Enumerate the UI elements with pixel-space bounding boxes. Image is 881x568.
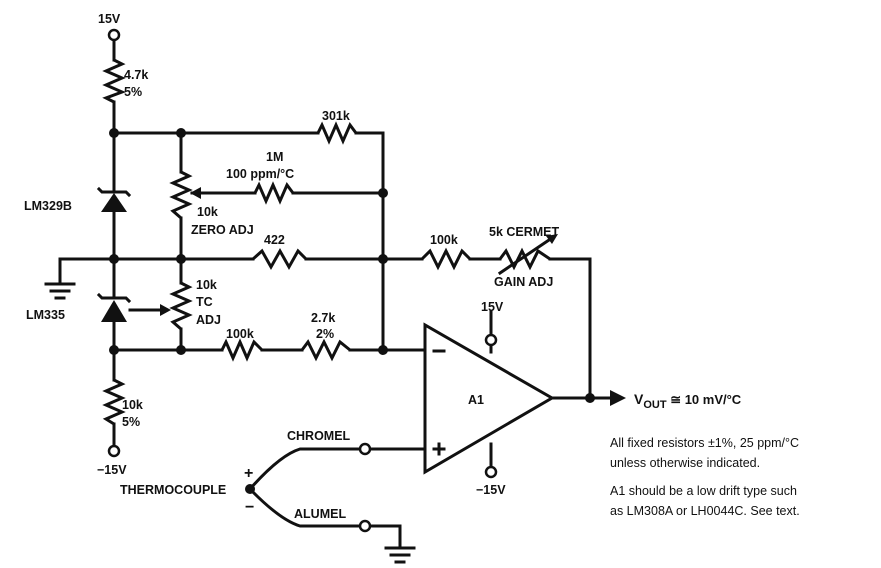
pot-zero-adj (169, 170, 201, 220)
label-4-7k-tol: 5% (124, 85, 142, 99)
label-zero-pot-value: 10k (197, 205, 218, 219)
lm335-sensor-diode (96, 292, 132, 322)
label-2-7k: 2.7k (311, 311, 335, 325)
label-lm329b: LM329B (24, 199, 72, 213)
ground-symbol-left (44, 282, 76, 300)
resistor-10k-bottom (102, 378, 126, 426)
label-opamp-neg15v: −15V (476, 483, 506, 497)
resistor-1m (253, 181, 295, 205)
label-thermocouple: THERMOCOUPLE (120, 483, 226, 497)
label-vout: VOUT ≅ 10 mV/°C (634, 391, 742, 411)
junction-dots (109, 128, 595, 494)
label-2-7k-tol: 2% (316, 327, 334, 341)
label-1m: 1M (266, 150, 283, 164)
terminal-opamp-15v (484, 333, 498, 347)
resistor-2-7k (300, 338, 351, 362)
label-neg15v-bottom: −15V (97, 463, 127, 477)
note-line-2: unless otherwise indicated. (610, 456, 760, 470)
resistor-100k-gain (420, 247, 472, 271)
label-thermocouple-minus: − (245, 499, 254, 516)
resistor-4-7k (102, 58, 126, 104)
label-tc-pot-value: 10k (196, 278, 217, 292)
label-tc: TC (196, 295, 213, 309)
terminal-chromel (358, 442, 372, 456)
label-301k: 301k (322, 109, 350, 123)
output-arrow-icon (610, 390, 626, 406)
resistor-422 (252, 247, 308, 271)
lm329b-reference-diode (96, 186, 132, 212)
label-100k-gain: 100k (430, 233, 458, 247)
terminal-neg15v-bottom (107, 444, 121, 458)
label-chromel: CHROMEL (287, 429, 351, 443)
note-line-4: as LM308A or LH0044C. See text. (610, 504, 800, 518)
label-1m-tc: 100 ppm/°C (226, 167, 294, 181)
label-opamp-15v: 15V (481, 300, 504, 314)
resistor-100k-in (220, 338, 264, 362)
label-15v-top: 15V (98, 12, 121, 26)
label-10k-bottom-tol: 5% (122, 415, 140, 429)
resistor-5k-cermet (497, 234, 558, 276)
label-a1: A1 (468, 393, 484, 407)
label-422: 422 (264, 233, 285, 247)
label-thermocouple-plus: + (244, 465, 253, 482)
note-line-3: A1 should be a low drift type such (610, 484, 797, 498)
op-amp-a1 (423, 322, 555, 475)
label-5k-cermet: 5k CERMET (489, 225, 560, 239)
label-zero-adj: ZERO ADJ (191, 223, 254, 237)
terminal-alumel (358, 519, 372, 533)
terminal-15v-top (107, 28, 121, 42)
label-4-7k: 4.7k (124, 68, 148, 82)
resistor-301k (316, 121, 358, 145)
label-lm335: LM335 (26, 308, 65, 322)
pot-tc-adj (160, 281, 193, 331)
label-gain-adj: GAIN ADJ (494, 275, 553, 289)
label-adj: ADJ (196, 313, 221, 327)
terminals (107, 28, 498, 533)
terminal-opamp-neg15v (484, 465, 498, 479)
note-line-1: All fixed resistors ±1%, 25 ppm/°C (610, 436, 799, 450)
ground-symbol-bottom (384, 546, 416, 564)
label-100k-in: 100k (226, 327, 254, 341)
label-alumel: ALUMEL (294, 507, 346, 521)
label-10k-bottom: 10k (122, 398, 143, 412)
